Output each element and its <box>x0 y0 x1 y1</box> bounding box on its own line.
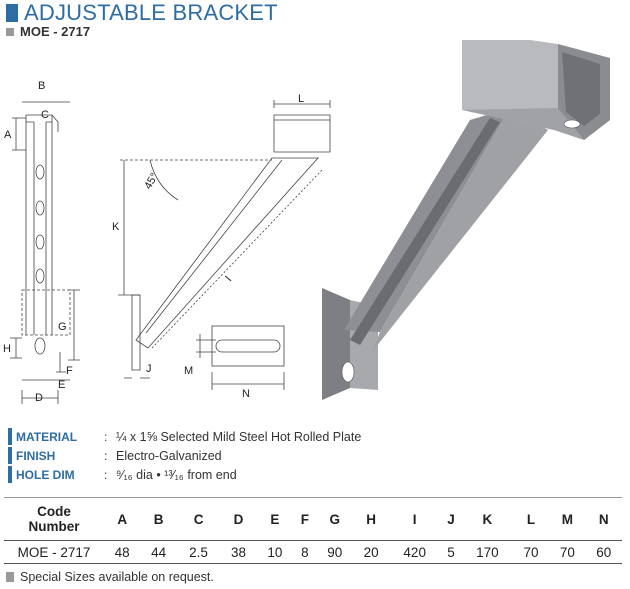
plate-detail-drawing <box>196 325 285 390</box>
dim-label-i: I <box>223 274 234 284</box>
spec-colon: : <box>104 467 108 482</box>
value-cell: 38 <box>220 540 257 564</box>
col-header: A <box>104 498 141 541</box>
code-cell: MOE - 2717 <box>4 540 104 564</box>
value-cell: 70 <box>549 540 586 564</box>
value-cell: 2.5 <box>176 540 221 564</box>
footer-note: Special Sizes available on request. <box>6 570 214 584</box>
dim-label-c: C <box>41 109 49 121</box>
spec-row-material: MATERIAL : ¼ x 1⅝ Selected Mild Steel Ho… <box>8 427 361 446</box>
note-text: Special Sizes available on request. <box>20 570 214 584</box>
model-number: MOE - 2717 <box>20 24 91 39</box>
spec-colon: : <box>104 429 108 444</box>
col-header: H <box>352 498 390 541</box>
dim-label-e: E <box>58 379 65 391</box>
arm-view-drawing <box>118 100 331 379</box>
dim-label-m: M <box>184 365 193 377</box>
table-top-rule <box>4 497 622 498</box>
dim-label-a: A <box>4 129 12 141</box>
dim-label-d: D <box>35 392 43 404</box>
code-header-line2: Number <box>28 519 80 534</box>
col-header: N <box>585 498 622 541</box>
col-header: E <box>256 498 294 541</box>
value-cell: 20 <box>352 540 390 564</box>
value-cell: 170 <box>462 540 513 564</box>
dimension-table: Code Number A B C D E F G H I J K L M N … <box>4 498 622 564</box>
dim-label-g: G <box>58 321 67 333</box>
value-cell: 48 <box>104 540 141 564</box>
spec-row-finish: FINISH : Electro-Galvanized <box>8 446 361 465</box>
note-accent-square <box>6 572 14 582</box>
spec-label: MATERIAL <box>16 429 78 444</box>
table-row: MOE - 2717 48 44 2.5 38 10 8 90 20 420 5… <box>4 540 622 564</box>
model-accent-square <box>6 27 14 36</box>
value-cell: 10 <box>256 540 294 564</box>
value-cell: 70 <box>512 540 550 564</box>
code-header-line1: Code <box>37 504 71 519</box>
spec-label: HOLE DIM <box>16 467 75 482</box>
spec-row-hole-dim: HOLE DIM : ⁹⁄₁₆ dia • ¹³⁄₁₆ from end <box>8 465 361 484</box>
value-cell: 44 <box>140 540 177 564</box>
model-block: MOE - 2717 <box>6 24 90 39</box>
dim-label-j: J <box>146 363 152 375</box>
col-header: K <box>462 498 513 541</box>
dim-label-h: H <box>3 343 11 355</box>
spec-value: ⁹⁄₁₆ dia • ¹³⁄₁₆ from end <box>116 467 237 482</box>
col-header: J <box>440 498 463 541</box>
plate-detail-labels: N M <box>184 365 250 400</box>
spec-colon: : <box>104 448 108 463</box>
col-header: M <box>549 498 586 541</box>
dim-label-k: K <box>112 221 120 233</box>
dim-label-b: B <box>38 80 45 92</box>
table-header-row: Code Number A B C D E F G H I J K L M N <box>4 498 622 541</box>
side-view-drawing <box>10 101 80 404</box>
dim-label-f: F <box>66 365 73 377</box>
technical-drawing: B C A G H F E D L K 45° I J <box>3 40 610 404</box>
col-header: G <box>316 498 353 541</box>
spec-accent-bar <box>8 466 12 483</box>
col-header: B <box>140 498 177 541</box>
value-cell: 90 <box>316 540 353 564</box>
col-header: I <box>389 498 441 541</box>
dim-label-l: L <box>298 93 304 105</box>
spec-value: Electro-Galvanized <box>116 448 222 463</box>
spec-list: MATERIAL : ¼ x 1⅝ Selected Mild Steel Ho… <box>8 427 361 484</box>
value-cell: 420 <box>389 540 441 564</box>
spec-accent-bar <box>8 428 12 445</box>
side-view-labels: B C A G H F E D <box>3 80 73 404</box>
col-header: F <box>293 498 317 541</box>
spec-accent-bar <box>8 447 12 464</box>
page-title-block: ADJUSTABLE BRACKET <box>6 0 278 26</box>
dim-label-n: N <box>242 388 250 400</box>
col-header: C <box>176 498 221 541</box>
title-accent-bar <box>6 4 18 22</box>
col-header: L <box>512 498 550 541</box>
page-title: ADJUSTABLE BRACKET <box>24 0 278 25</box>
value-cell: 5 <box>440 540 463 564</box>
bracket-3d-illustration <box>322 40 610 400</box>
col-header-code: Code Number <box>4 498 104 541</box>
dim-label-angle: 45° <box>142 171 161 191</box>
spec-value: ¼ x 1⅝ Selected Mild Steel Hot Rolled Pl… <box>116 429 362 444</box>
spec-label: FINISH <box>16 448 56 463</box>
col-header: D <box>220 498 257 541</box>
value-cell: 8 <box>293 540 317 564</box>
value-cell: 60 <box>585 540 622 564</box>
arm-view-labels: L K 45° I J <box>112 93 304 375</box>
